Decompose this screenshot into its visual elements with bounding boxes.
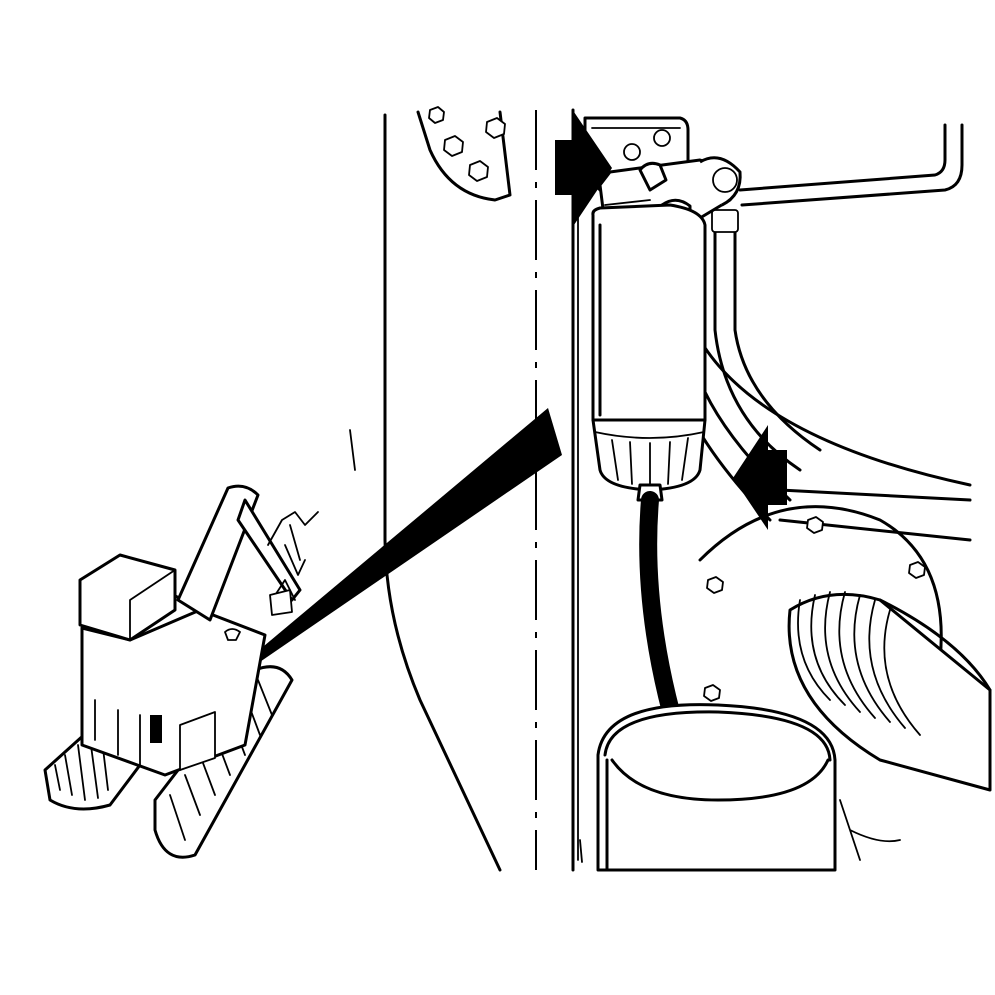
guide-mark xyxy=(579,839,583,863)
guide-mark xyxy=(349,429,356,471)
drain-container-icon xyxy=(596,703,837,872)
housing-panel xyxy=(383,106,972,872)
excavator-locator-icon xyxy=(43,484,319,859)
locator-pointer xyxy=(178,408,562,718)
bolt-icon xyxy=(428,106,506,182)
fuel-water-separator-icon xyxy=(591,203,707,502)
bolt-icon xyxy=(623,129,671,161)
callout-arrow-icon xyxy=(555,112,787,530)
corrugated-hose xyxy=(787,591,992,792)
